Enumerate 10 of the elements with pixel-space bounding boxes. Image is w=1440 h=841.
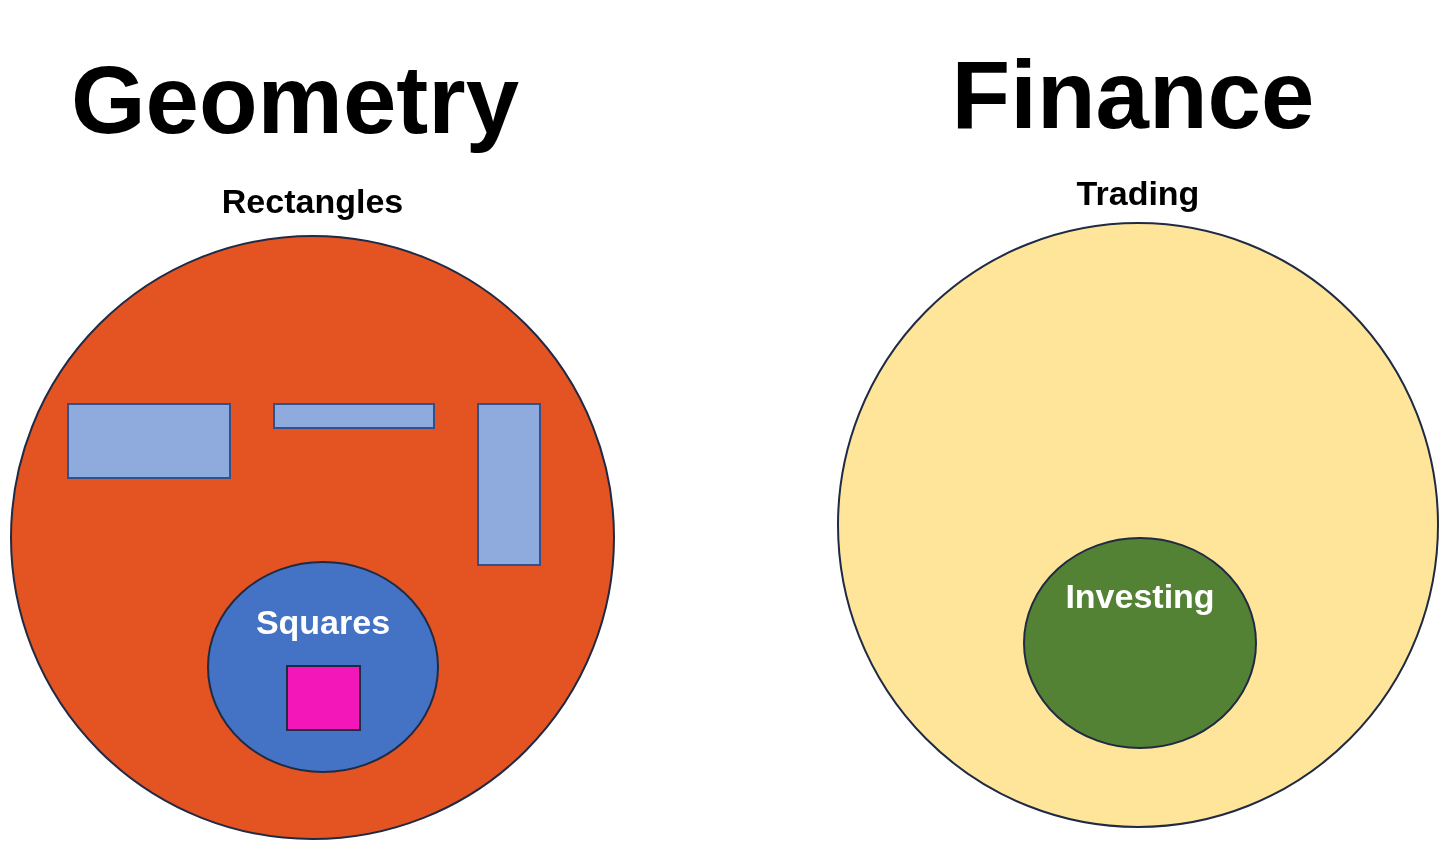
rectangle bbox=[67, 403, 231, 479]
set-label: Squares bbox=[254, 603, 392, 642]
set-label: Investing bbox=[1064, 577, 1216, 616]
set-label: Rectangles bbox=[220, 182, 405, 221]
rectangle bbox=[477, 403, 541, 566]
heading: Finance bbox=[950, 40, 1316, 150]
square bbox=[286, 665, 361, 731]
heading: Geometry bbox=[69, 45, 521, 155]
rectangle bbox=[273, 403, 435, 429]
set-label: Trading bbox=[1075, 174, 1201, 213]
